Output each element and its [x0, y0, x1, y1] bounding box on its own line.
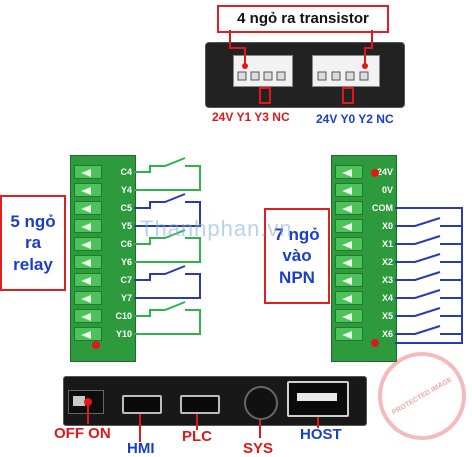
npn-terminal-screw — [335, 237, 363, 251]
npn-input-switch-wire — [395, 307, 462, 317]
relay-dot-bottom — [92, 341, 100, 349]
relay-terminal-screw — [74, 165, 102, 179]
npn-dot-bottom — [371, 339, 379, 347]
npn-input-switch-wire — [395, 217, 462, 227]
relay-switch-wire — [134, 229, 201, 263]
switch-label: OFF ON — [54, 425, 111, 442]
host-label: HOST — [300, 426, 342, 443]
npn-input-switch-wire — [395, 325, 462, 335]
relay-terminal-screw — [74, 327, 102, 341]
host-port[interactable] — [287, 381, 349, 417]
relay-terminal-screw — [74, 309, 102, 323]
relay-switch-wire — [134, 157, 201, 191]
npn-pin-label: X0 — [381, 221, 393, 231]
npn-input-switch-wire — [395, 271, 462, 281]
sys-port[interactable] — [244, 386, 278, 420]
watermark-text: Thanhphan.vn — [140, 216, 293, 241]
relay-pin-label: C6 — [120, 239, 132, 249]
npn-terminal-screw — [335, 201, 363, 215]
relay-pin-label: Y5 — [120, 221, 132, 231]
npn-pin-label: X6 — [381, 329, 393, 339]
callout-dot-left — [242, 63, 248, 69]
npn-terminal-screw — [335, 309, 363, 323]
npn-label-line3: NPN — [279, 267, 315, 287]
callout-line-left — [229, 30, 246, 66]
npn-terminal-screw — [335, 327, 363, 341]
relay-terminal-screw — [74, 273, 102, 287]
npn-pin-label: 0V — [381, 185, 393, 195]
hmi-label: HMI — [127, 440, 155, 457]
relay-terminal-screw — [74, 255, 102, 269]
relay-pin-label: Y4 — [120, 185, 132, 195]
relay-switch-wire — [134, 301, 201, 335]
relay-pin-label: C7 — [120, 275, 132, 285]
npn-pin-label: X2 — [381, 257, 393, 267]
npn-input-switch-wire — [395, 253, 462, 263]
pin-bracket-left — [259, 87, 271, 104]
protected-stamp-text: PROTECTED IMAGE — [390, 375, 454, 417]
npn-dot-top — [371, 169, 379, 177]
relay-terminal-screw — [74, 183, 102, 197]
relay-label-line2: ra — [24, 233, 42, 253]
relay-pin-label: C4 — [120, 167, 132, 177]
relay-switch-wire — [134, 193, 201, 227]
transistor-connector-left — [233, 55, 293, 87]
npn-pin-label: X5 — [381, 311, 393, 321]
npn-label-line2: vào — [282, 246, 312, 266]
relay-pin-label: Y6 — [120, 257, 132, 267]
relay-terminal-screw — [74, 291, 102, 305]
npn-terminal-screw — [335, 183, 363, 197]
relay-label-line3: relay — [13, 254, 53, 274]
npn-pin-label: 24V — [376, 167, 393, 177]
relay-terminal-screw — [74, 201, 102, 215]
callout-dot-right — [362, 63, 368, 69]
relay-pin-label: C5 — [120, 203, 132, 213]
npn-terminal-screw — [335, 165, 363, 179]
hmi-port[interactable] — [122, 395, 162, 414]
npn-terminal-screw — [335, 219, 363, 233]
npn-pin-label: X4 — [381, 293, 393, 303]
relay-pin-label: C10 — [115, 311, 132, 321]
npn-pin-label: X3 — [381, 275, 393, 285]
sys-label: SYS — [243, 440, 274, 457]
npn-common-wire — [395, 207, 463, 344]
plc-label: PLC — [182, 428, 212, 445]
relay-pin-label: Y7 — [120, 293, 132, 303]
dip-switch-knob — [73, 396, 85, 406]
npn-input-switch-wire — [395, 235, 462, 245]
transistor-right-pins-label: 24V Y0 Y2 NC — [316, 112, 394, 126]
npn-label-box: 7 ngỏ vào NPN — [264, 208, 330, 304]
npn-input-switch-wire — [395, 289, 462, 299]
usb-tongue — [297, 393, 337, 401]
transistor-title-box: 4 ngỏ ra transistor — [217, 5, 389, 33]
plc-port[interactable] — [180, 395, 220, 414]
relay-label-line1: 5 ngỏ — [10, 212, 56, 232]
npn-terminal-screw — [335, 255, 363, 269]
npn-pin-label: X1 — [381, 239, 393, 249]
relay-terminal-screw — [74, 237, 102, 251]
npn-terminal-screw — [335, 273, 363, 287]
relay-pin-label: Y10 — [115, 329, 132, 339]
relay-terminal-screw — [74, 219, 102, 233]
transistor-connector-right — [312, 55, 380, 87]
transistor-left-pins-label: 24V Y1 Y3 NC — [212, 110, 290, 124]
npn-pin-label: COM — [372, 203, 393, 213]
npn-terminal-screw — [335, 291, 363, 305]
relay-label-box: 5 ngỏ ra relay — [0, 195, 66, 291]
pin-bracket-right — [342, 87, 354, 104]
npn-label-line1: 7 ngỏ — [274, 225, 320, 245]
callout-line-right — [364, 30, 373, 66]
transistor-title: 4 ngỏ ra transistor — [237, 9, 369, 27]
relay-switch-wire — [134, 265, 201, 299]
